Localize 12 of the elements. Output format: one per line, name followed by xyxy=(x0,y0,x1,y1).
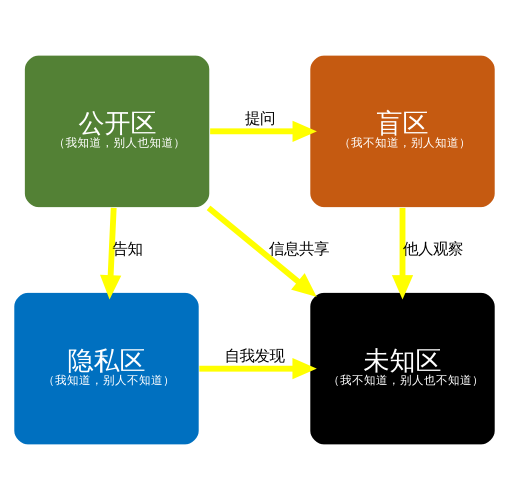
node-box: 未知区 （我不知道，别人也不知道） xyxy=(308,292,496,446)
arrow xyxy=(210,120,316,142)
arrow xyxy=(391,208,413,300)
arrow xyxy=(206,206,316,297)
edge-label: 提问 xyxy=(244,110,274,128)
node-box: 隐私区 （我知道，别人不知道） xyxy=(12,292,200,446)
node-box: 盲区 （我不知道，别人知道） xyxy=(308,54,496,208)
node-box: 公开区 （我知道，别人也知道） xyxy=(23,54,210,208)
edge-label: 信息共享 xyxy=(268,240,329,258)
arrow xyxy=(100,208,121,300)
arrow xyxy=(198,358,316,380)
edge-label: 自我发现 xyxy=(224,346,284,365)
